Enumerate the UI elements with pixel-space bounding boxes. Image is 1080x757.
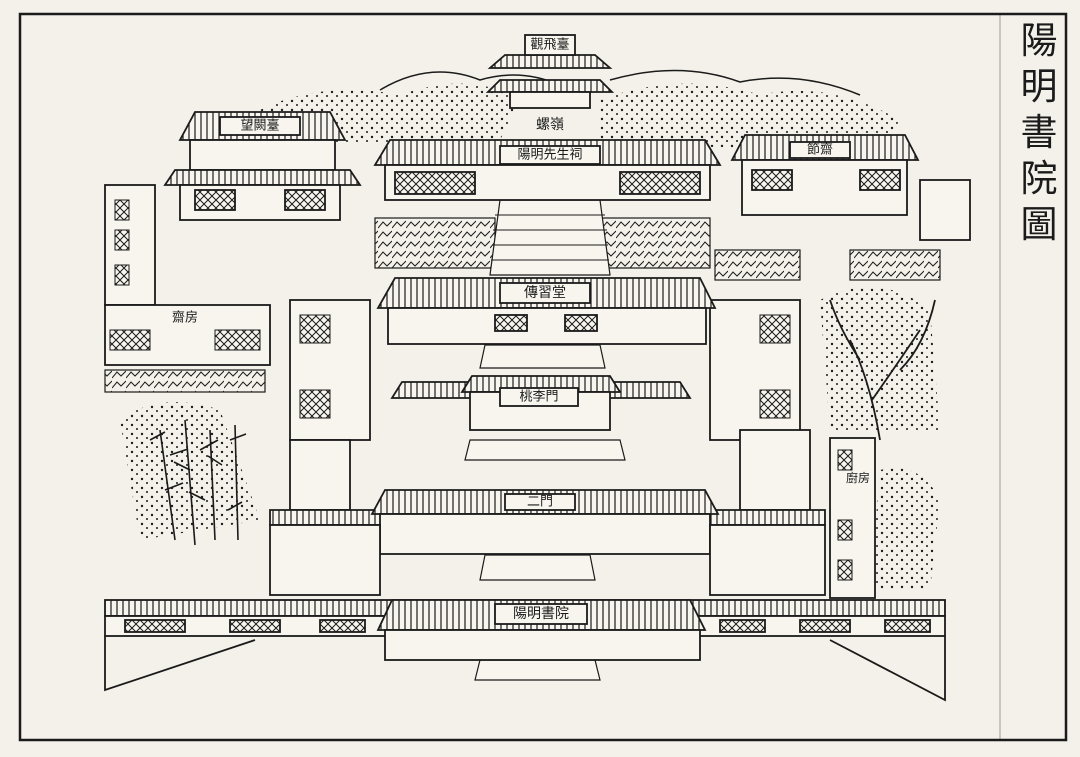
label-ridge: 螺嶺 xyxy=(536,117,564,133)
second-gate xyxy=(269,489,826,596)
right-hall xyxy=(730,134,920,216)
vertical-title: 陽 明 書 院 圖 xyxy=(1016,18,1062,248)
label-front-gate: 陽明書院 xyxy=(513,606,569,622)
label-shrine: 陽明先生祠 xyxy=(517,148,582,163)
label-left-dorm: 齋房 xyxy=(172,310,198,326)
shrine-hall xyxy=(373,139,722,201)
title-char: 書 xyxy=(1020,111,1058,154)
title-char: 圖 xyxy=(1020,203,1058,246)
left-tower xyxy=(163,111,362,221)
bamboo-grove xyxy=(149,419,247,546)
label-kitchen: 廚房 xyxy=(846,470,870,485)
title-char: 明 xyxy=(1020,65,1058,108)
pine-tree xyxy=(829,299,936,441)
print-border xyxy=(18,12,1068,742)
main-hall xyxy=(376,277,717,345)
label-top-pavilion: 觀飛臺 xyxy=(530,38,569,53)
label-left-tower: 望闕臺 xyxy=(240,118,279,134)
label-peach-gate: 桃李門 xyxy=(519,390,558,405)
top-pavilion xyxy=(485,34,615,109)
peach-gate xyxy=(390,375,692,431)
title-char: 院 xyxy=(1020,157,1058,200)
label-main-hall: 傳習堂 xyxy=(524,285,566,301)
front-gate xyxy=(104,599,946,702)
label-right-hall: 節齋 xyxy=(807,142,833,158)
label-second-gate: 二門 xyxy=(527,495,553,510)
title-char: 陽 xyxy=(1020,19,1058,62)
